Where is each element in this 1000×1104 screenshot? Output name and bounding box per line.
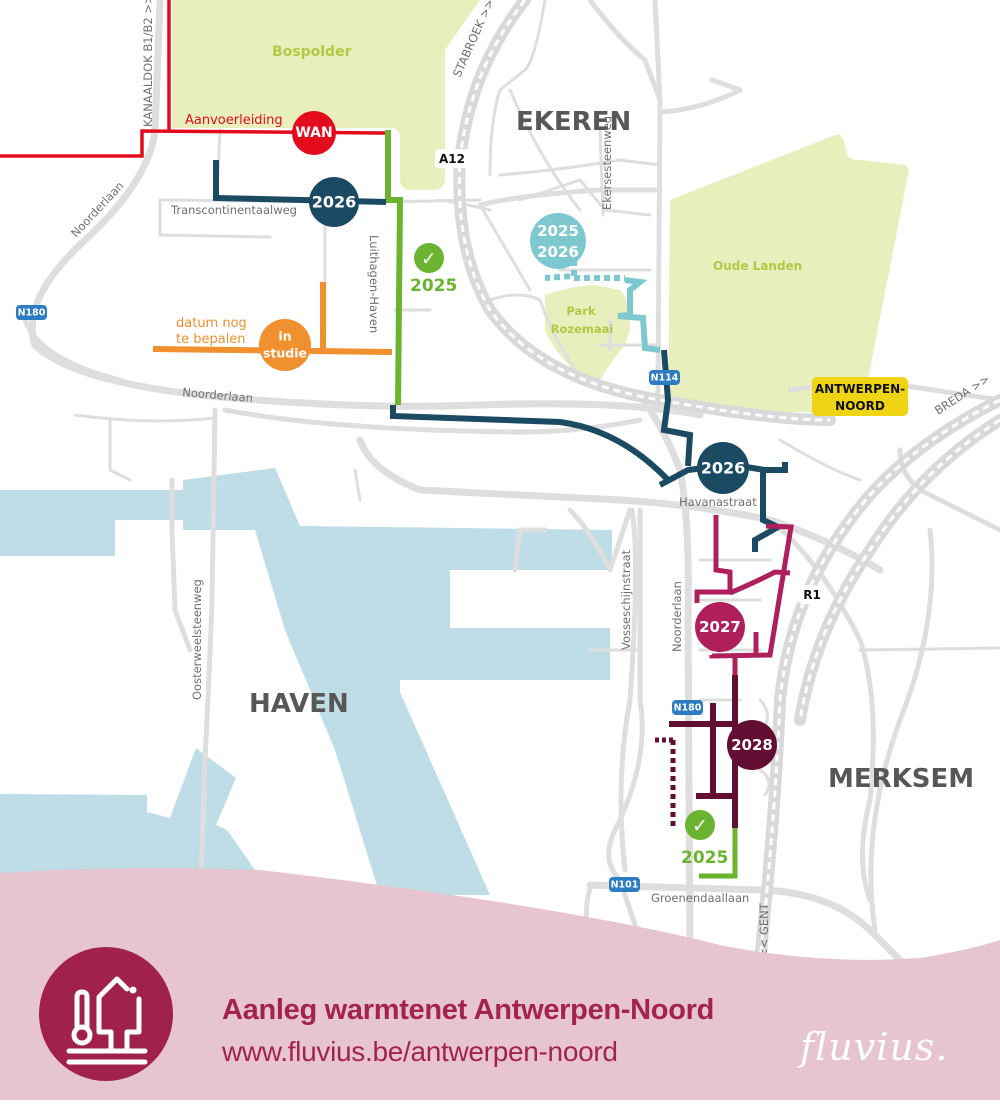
- shield-n114: N114: [649, 370, 680, 385]
- street-noorderlaan-south: Noorderlaan: [670, 581, 684, 652]
- svg-text:2027: 2027: [699, 618, 741, 636]
- footer-wave: [0, 868, 1000, 1100]
- svg-text:WAN: WAN: [295, 125, 332, 141]
- svg-text:2026: 2026: [537, 243, 579, 261]
- district-ekeren: EKEREN: [516, 107, 631, 137]
- svg-text:2025: 2025: [410, 276, 457, 296]
- svg-text:studie: studie: [263, 346, 307, 361]
- svg-text:2025: 2025: [681, 848, 728, 868]
- thermometer-house-icon: [66, 976, 148, 1065]
- parks: [172, 0, 909, 412]
- pipe-2027: [694, 515, 794, 675]
- badge-2027: 2027: [695, 602, 745, 652]
- street-groenendaallaan: Groenendaallaan: [651, 891, 749, 905]
- badge-2026-havana: 2026: [697, 442, 749, 494]
- label-gent: << GENT: [757, 902, 771, 958]
- city-label-antwerpen-noord: ANTWERPEN- NOORD: [812, 377, 908, 416]
- water-docks: [0, 468, 612, 895]
- svg-text:NOORD: NOORD: [835, 399, 885, 413]
- badge-2025-2026-ekeren: 2025 2026: [530, 213, 586, 269]
- label-datum-1: datum nog: [176, 316, 247, 331]
- badge-in-studie: in studie: [259, 319, 311, 371]
- pipe-2028: [655, 675, 738, 828]
- svg-text:N114: N114: [651, 373, 679, 384]
- street-vosseschijnstraat: Vosseschijnstraat: [619, 549, 633, 650]
- shield-n101: N101: [609, 877, 640, 892]
- fluvius-logo: fluvius.: [800, 1025, 949, 1069]
- svg-text:ANTWERPEN-: ANTWERPEN-: [815, 382, 905, 396]
- shield-r1: R1: [798, 585, 826, 604]
- label-datum-2: te bepalen: [176, 332, 246, 347]
- pipe-2025-2026-ekeren: [544, 220, 661, 353]
- district-merksem: MERKSEM: [828, 764, 974, 794]
- badge-2026-transcontinentaalweg: 2026: [309, 177, 359, 227]
- pipe-aanvoerleiding: [0, 0, 389, 158]
- check-icon-luithagen: ✓ 2025: [410, 243, 457, 296]
- street-oosterweelsteenweg: Oosterweelsteenweg: [190, 579, 204, 700]
- pipe-2025-luithagen: [385, 130, 404, 406]
- svg-text:✓: ✓: [692, 815, 708, 837]
- district-haven: HAVEN: [249, 689, 349, 719]
- highways: [453, 0, 1000, 966]
- svg-text:2026: 2026: [312, 193, 357, 212]
- label-aanvoerleiding: Aanvoerleiding: [185, 113, 283, 128]
- badge-wan: WAN: [292, 111, 336, 155]
- check-icon-south: ✓ 2025: [681, 810, 728, 868]
- svg-text:N180: N180: [674, 703, 702, 714]
- svg-text:in: in: [278, 329, 291, 344]
- svg-text:✓: ✓: [421, 248, 437, 270]
- park-rozemaai-1: Park: [566, 304, 596, 318]
- street-ekersesteenweg: Ekersesteenweg: [600, 116, 614, 210]
- svg-text:N101: N101: [611, 880, 639, 891]
- park-oude-landen: Oude Landen: [713, 259, 802, 273]
- svg-text:2026: 2026: [701, 459, 746, 478]
- pipe-2026-transcontinentaalweg: [213, 160, 387, 205]
- pipe-2025-south: [699, 828, 738, 879]
- shield-a12: A12: [435, 149, 469, 168]
- svg-text:2028: 2028: [731, 736, 773, 754]
- street-noorderlaan-mid: Noorderlaan: [182, 385, 254, 405]
- house-heat-network-icon: [39, 947, 173, 1081]
- svg-text:A12: A12: [439, 152, 465, 166]
- street-havanastraat: Havanastraat: [679, 495, 757, 509]
- park-rozemaai-2: Rozemaai: [551, 322, 614, 336]
- badge-2028: 2028: [727, 720, 777, 770]
- label-kanaaldok: KANAALDOK B1/B2 >>: [141, 0, 155, 127]
- shield-n180-west: N180: [16, 305, 47, 320]
- svg-text:R1: R1: [803, 588, 821, 602]
- svg-text:N180: N180: [18, 308, 46, 319]
- project-url-link[interactable]: www.fluvius.be/antwerpen-noord: [222, 1036, 618, 1067]
- page-title: Aanleg warmtenet Antwerpen-Noord: [222, 994, 715, 1026]
- street-luithagen-haven: Luithagen-Haven: [367, 235, 381, 333]
- park-bospolder: Bospolder: [272, 44, 352, 60]
- svg-text:2025: 2025: [537, 222, 579, 240]
- street-transcontinentaalweg: Transcontinentaalweg: [170, 203, 297, 217]
- shield-n180-south: N180: [672, 700, 703, 715]
